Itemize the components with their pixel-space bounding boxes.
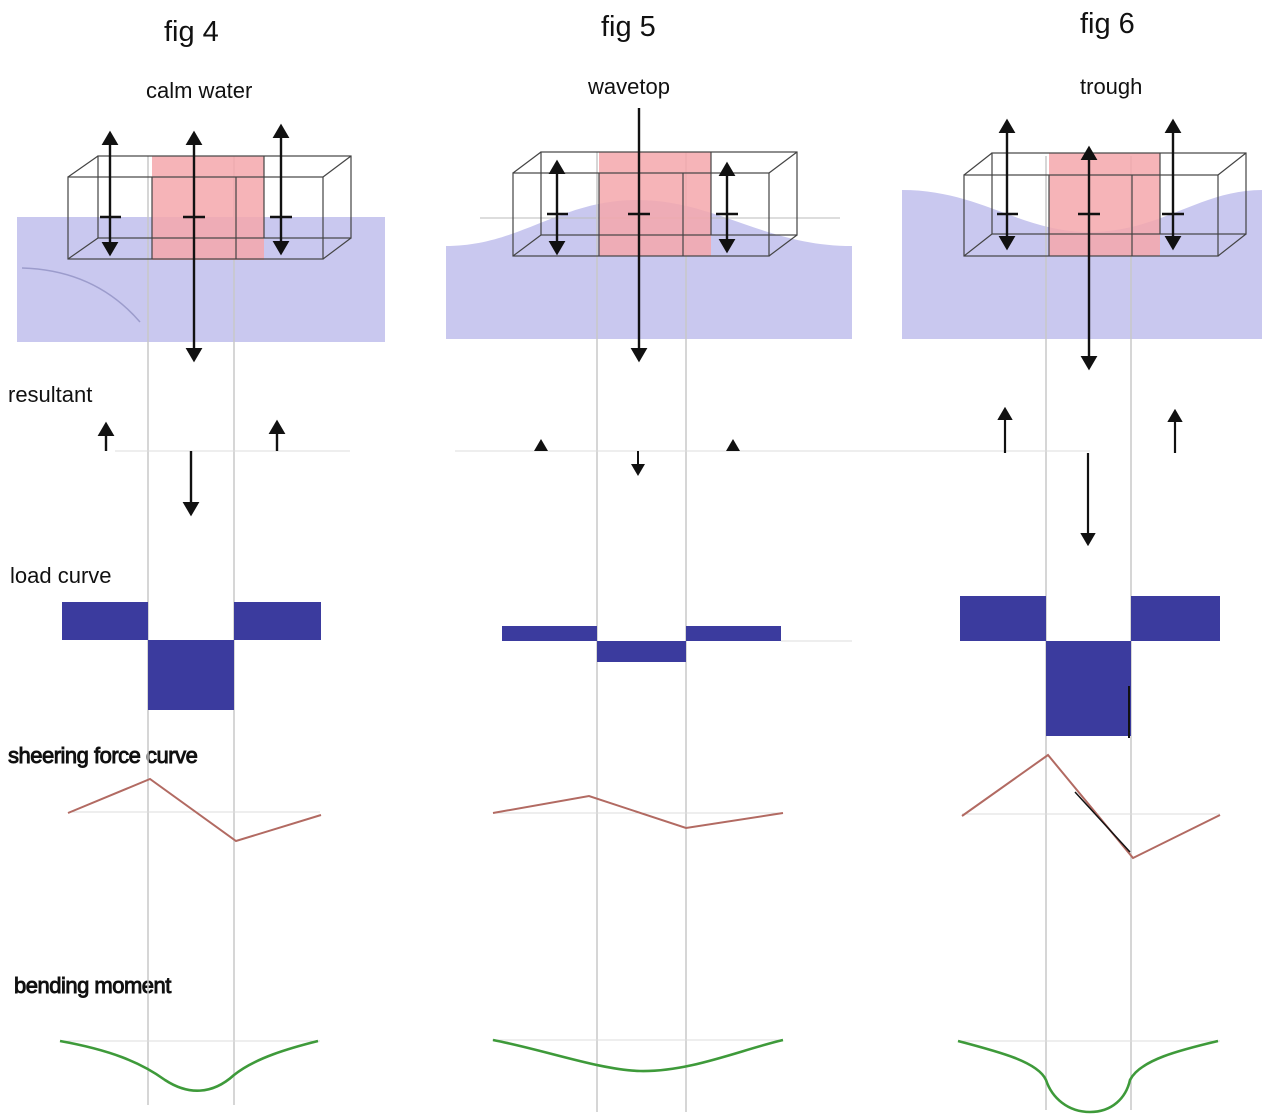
load-curve <box>502 626 781 662</box>
shear-force-curve <box>961 753 1221 860</box>
row-label-resultant: resultant <box>8 382 92 407</box>
hull-wireframe <box>963 152 1247 257</box>
water-curve-mark <box>21 267 141 323</box>
bending-moment-curve <box>957 1039 1219 1114</box>
figure-panel-fig4: fig 4 calm water <box>17 16 385 1105</box>
figure-condition: wavetop <box>587 74 670 99</box>
row-label-load-curve: load curve <box>10 563 112 588</box>
bending-moment-curve <box>492 1038 784 1073</box>
force-arrows <box>100 123 292 363</box>
hull-wireframe <box>67 155 352 260</box>
force-arrows <box>997 118 1184 371</box>
load-curve <box>960 596 1220 736</box>
force-arrows <box>547 108 738 363</box>
shear-force-curve <box>67 777 322 843</box>
figure-title: fig 6 <box>1080 8 1135 40</box>
figure-panel-fig5: fig 5 wavetop <box>446 11 855 1112</box>
resultant-arrows <box>97 419 286 517</box>
figure-title: fig 5 <box>601 11 656 43</box>
figure-condition: trough <box>1080 74 1142 99</box>
bending-moment-curve <box>59 1039 319 1092</box>
row-label-bending-moment: bending moment <box>14 973 171 998</box>
row-label-shear-force: sheering force curve <box>8 743 198 768</box>
shear-force-curve <box>492 794 784 830</box>
cargo-block <box>1049 153 1160 256</box>
cargo-block <box>599 152 711 256</box>
shear-overlay-segment <box>1074 791 1131 853</box>
figure-title: fig 4 <box>164 16 219 48</box>
figure-panel-fig6: fig 6 trough <box>855 8 1262 1114</box>
cargo-block <box>152 156 264 260</box>
resultant-arrows <box>997 406 1183 547</box>
resultant-arrows <box>534 439 740 476</box>
load-curve <box>62 602 321 710</box>
figure-condition: calm water <box>146 78 252 103</box>
hull-wireframe <box>512 151 798 257</box>
